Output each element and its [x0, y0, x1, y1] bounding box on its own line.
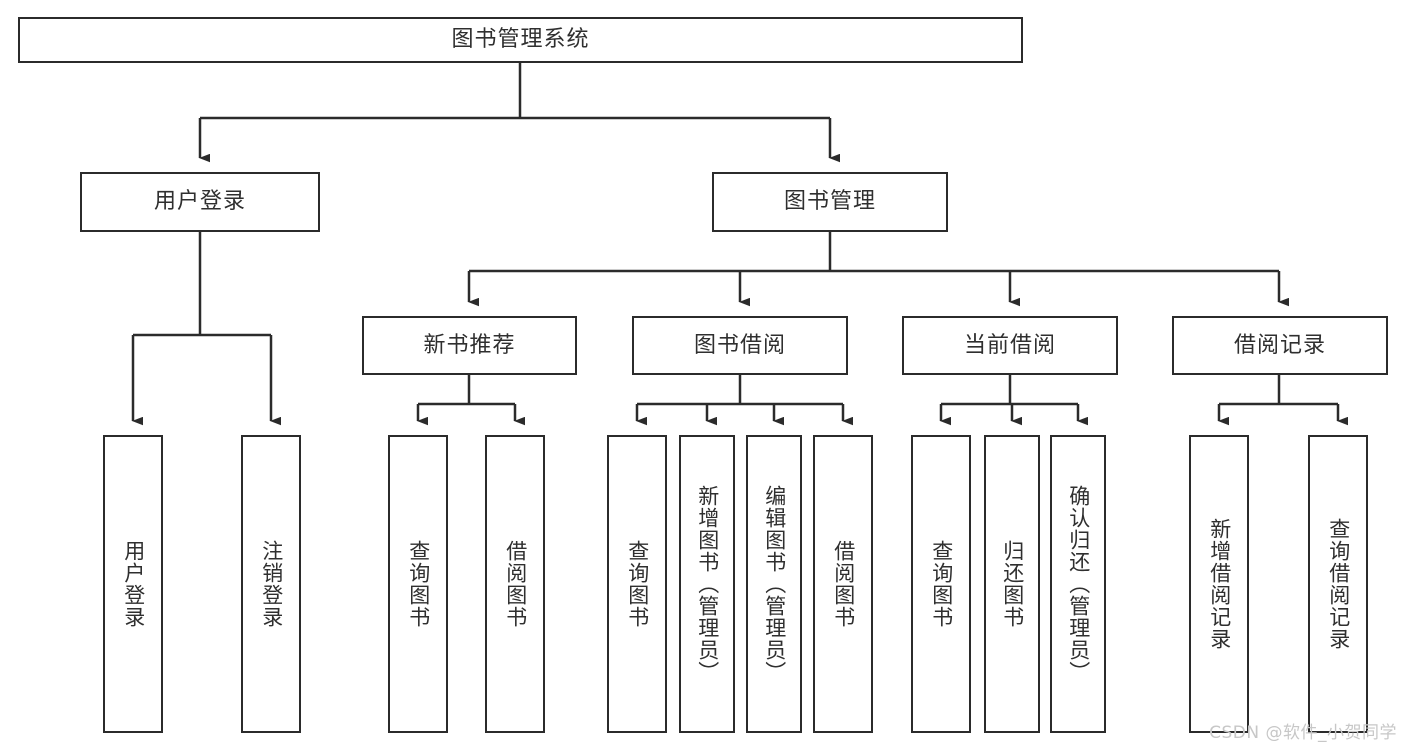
leaf-borrow-edit-book-admin[interactable]: 编辑图书（管理员）	[746, 435, 802, 733]
node-user-login[interactable]: 用户登录	[80, 172, 320, 232]
leaf-logout-login[interactable]: 注销登录	[241, 435, 301, 733]
leaf-logout-login-label: 注销登录	[259, 540, 284, 628]
leaf-borrow-add-book-admin[interactable]: 新增图书（管理员）	[679, 435, 735, 733]
leaf-current-confirm-return-admin[interactable]: 确认归还（管理员）	[1050, 435, 1106, 733]
leaf-record-query-record-label: 查询借阅记录	[1326, 518, 1351, 650]
leaf-borrow-query-book-label: 查询图书	[625, 540, 650, 628]
leaf-user-login-label: 用户登录	[121, 540, 146, 628]
leaf-record-add-record[interactable]: 新增借阅记录	[1189, 435, 1249, 733]
leaf-newbook-query-book-label: 查询图书	[406, 540, 431, 628]
node-user-login-label: 用户登录	[153, 189, 246, 214]
leaf-borrow-add-book-admin-label: 新增图书（管理员）	[695, 485, 720, 683]
leaf-borrow-query-book[interactable]: 查询图书	[607, 435, 667, 733]
node-book-manage-label: 图书管理	[783, 189, 876, 214]
node-new-book-recommend-label: 新书推荐	[423, 332, 516, 358]
node-current-borrow-label: 当前借阅	[963, 332, 1056, 358]
node-borrow-record-label: 借阅记录	[1233, 332, 1326, 358]
node-borrow-record[interactable]: 借阅记录	[1172, 316, 1388, 375]
csdn-watermark: CSDN @软件_小贺同学	[1209, 723, 1397, 743]
leaf-newbook-query-book[interactable]: 查询图书	[388, 435, 448, 733]
leaf-current-query-book-label: 查询图书	[929, 540, 954, 628]
leaf-current-query-book[interactable]: 查询图书	[911, 435, 971, 733]
leaf-newbook-borrow-book-label: 借阅图书	[503, 540, 528, 628]
node-book-manage[interactable]: 图书管理	[712, 172, 948, 232]
node-root-label: 图书管理系统	[451, 27, 590, 52]
leaf-user-login[interactable]: 用户登录	[103, 435, 163, 733]
leaf-current-return-book[interactable]: 归还图书	[984, 435, 1040, 733]
leaf-borrow-edit-book-admin-label: 编辑图书（管理员）	[762, 485, 787, 683]
leaf-borrow-borrow-book[interactable]: 借阅图书	[813, 435, 873, 733]
leaf-record-query-record[interactable]: 查询借阅记录	[1308, 435, 1368, 733]
leaf-newbook-borrow-book[interactable]: 借阅图书	[485, 435, 545, 733]
leaf-borrow-borrow-book-label: 借阅图书	[831, 540, 856, 628]
leaf-current-confirm-return-admin-label: 确认归还（管理员）	[1066, 485, 1091, 683]
node-book-borrow-label: 图书借阅	[693, 332, 786, 358]
node-current-borrow[interactable]: 当前借阅	[902, 316, 1118, 375]
leaf-record-add-record-label: 新增借阅记录	[1207, 518, 1232, 650]
leaf-current-return-book-label: 归还图书	[1000, 540, 1025, 628]
node-root[interactable]: 图书管理系统	[18, 17, 1023, 63]
node-new-book-recommend[interactable]: 新书推荐	[362, 316, 577, 375]
node-book-borrow[interactable]: 图书借阅	[632, 316, 848, 375]
